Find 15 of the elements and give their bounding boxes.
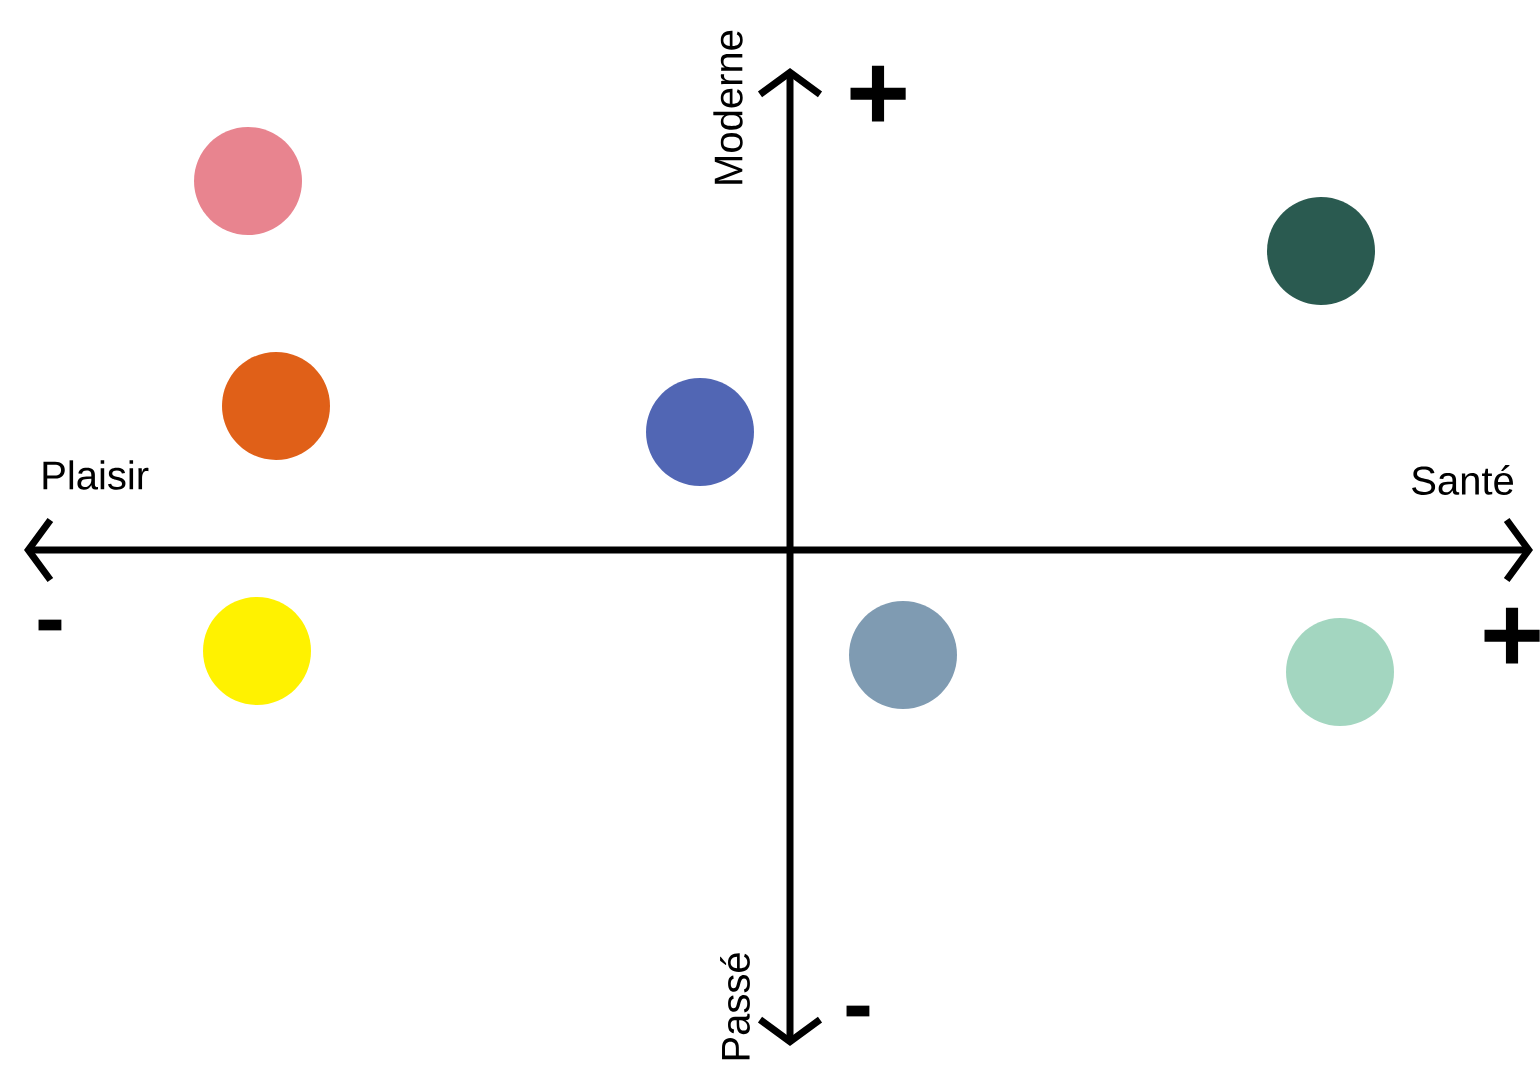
sign-label: - [846,1005,870,1017]
colored-dot [1286,618,1394,726]
axis-label: Passé [720,953,750,1060]
sign-label: - [38,619,62,631]
colored-dot [849,601,957,709]
axis-label: Santé [1412,465,1513,495]
axis-label: Moderne [713,30,743,184]
colored-dot [194,127,302,235]
colored-dot [203,597,311,705]
axis-label: Plaisir [43,460,149,490]
colored-dot [1267,197,1375,305]
sign-label: + [1484,607,1540,664]
colored-dot [646,378,754,486]
sign-label: + [850,65,906,122]
colored-dot [222,352,330,460]
